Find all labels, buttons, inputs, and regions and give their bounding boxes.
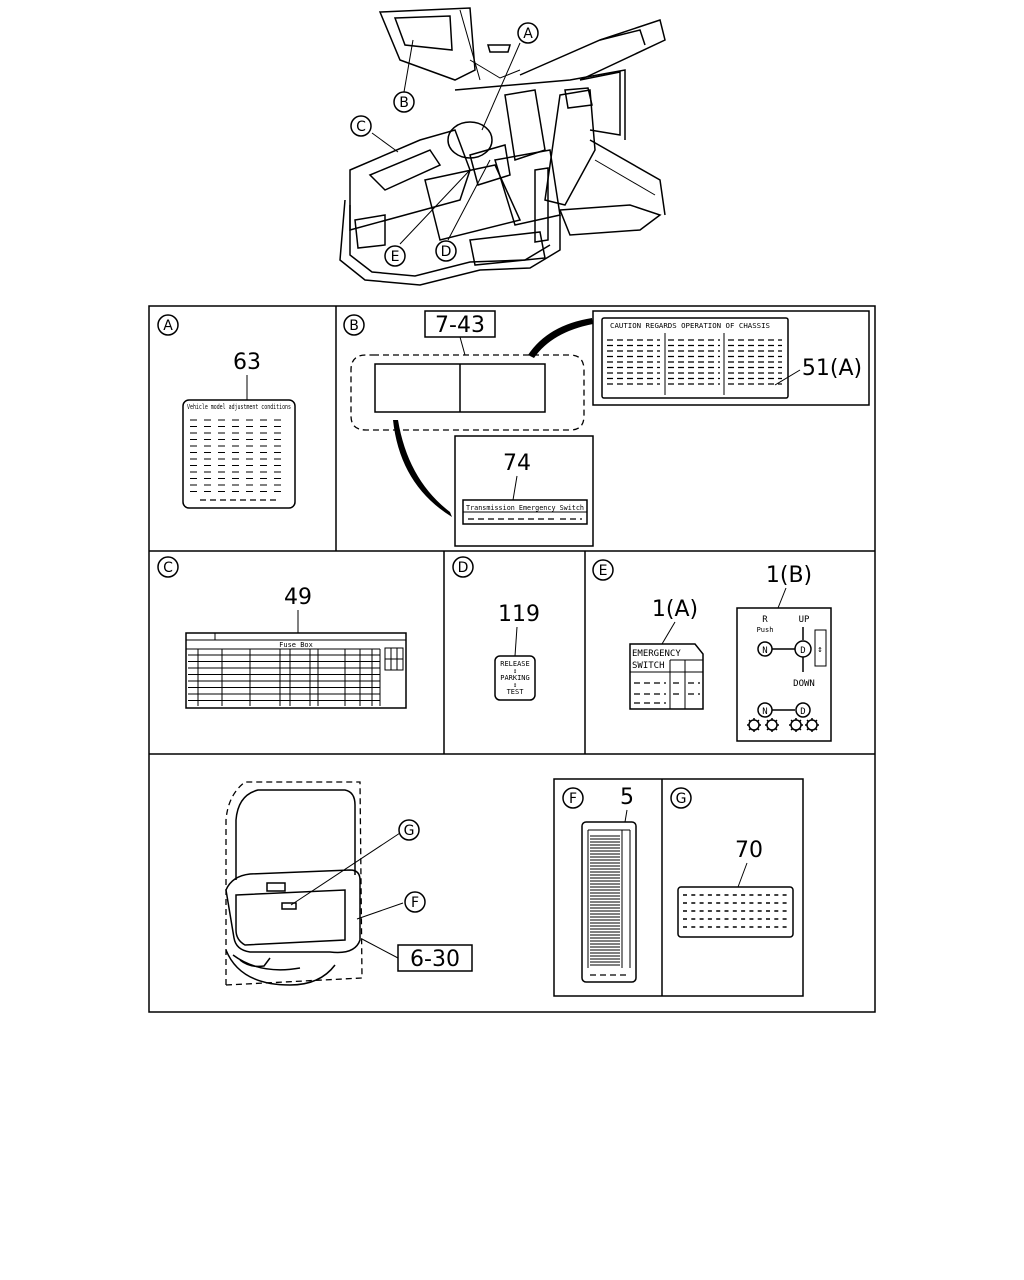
panel-c: C 49 Fuse Box bbox=[157, 556, 407, 709]
label-74-title: Transmission Emergency Switch bbox=[466, 504, 584, 512]
label-70-plate bbox=[677, 886, 794, 938]
panel-g-letter: G bbox=[676, 791, 687, 807]
panel-d: D 119 RELEASE ↕ PARKING ↕ TEST bbox=[452, 556, 540, 701]
svg-text:SWITCH: SWITCH bbox=[632, 661, 665, 671]
svg-text:Push: Push bbox=[757, 626, 774, 634]
svg-text:D: D bbox=[441, 244, 452, 260]
part-number-49: 49 bbox=[284, 585, 312, 610]
overview-callout-e: E bbox=[384, 245, 406, 267]
part-number-51a: 51(A) bbox=[802, 356, 862, 381]
svg-text:↕: ↕ bbox=[513, 667, 517, 675]
label-49-plate bbox=[185, 632, 407, 709]
label-51a-plate bbox=[601, 317, 789, 399]
overview-callout-a: A bbox=[517, 22, 539, 44]
door-assembly: G F 6-30 bbox=[225, 781, 473, 986]
svg-text:D: D bbox=[800, 646, 805, 656]
label-119-plate bbox=[494, 655, 536, 701]
label-74-frame bbox=[454, 435, 594, 547]
svg-text:TEST: TEST bbox=[507, 688, 525, 696]
overview-callout-d: D bbox=[435, 240, 457, 262]
panels-f-g: F 5 G 70 bbox=[553, 778, 804, 997]
svg-text:EMERGENCY: EMERGENCY bbox=[632, 649, 681, 659]
svg-text:DOWN: DOWN bbox=[793, 679, 815, 689]
panel-e-letter: E bbox=[599, 563, 608, 579]
svg-text:UP: UP bbox=[799, 615, 810, 625]
door-callout-f: F bbox=[411, 895, 419, 911]
ref-box-7-43 bbox=[424, 310, 496, 338]
panel-a-letter: A bbox=[163, 318, 173, 334]
svg-text:A: A bbox=[523, 26, 533, 42]
part-number-74: 74 bbox=[503, 451, 531, 476]
svg-text:B: B bbox=[399, 95, 409, 111]
part-number-63: 63 bbox=[233, 350, 261, 375]
detail-grid bbox=[148, 305, 876, 1013]
cab-interior-overview: A B C D E bbox=[339, 7, 666, 286]
svg-text:N: N bbox=[762, 646, 767, 656]
svg-text:R: R bbox=[762, 615, 768, 625]
panel-c-letter: C bbox=[163, 560, 173, 576]
part-number-119: 119 bbox=[498, 602, 540, 627]
ref-box-6-30 bbox=[397, 944, 473, 972]
label-63-title: Vehicle model adjustment conditions bbox=[187, 403, 291, 411]
overview-callout-b: B bbox=[393, 91, 415, 113]
svg-text:C: C bbox=[356, 119, 366, 135]
svg-text:PARKING: PARKING bbox=[500, 674, 530, 682]
svg-text:N: N bbox=[762, 707, 767, 717]
panel-f-letter: F bbox=[569, 791, 577, 807]
svg-text:↕: ↕ bbox=[513, 681, 517, 689]
overview-callout-c: C bbox=[350, 115, 372, 137]
panel-b: B 7-43 CAUTION REGARDS OPERATION OF CHAS… bbox=[343, 310, 870, 547]
panel-a: A 63 Vehicle model adjustment conditions bbox=[157, 314, 296, 509]
panel-d-letter: D bbox=[458, 560, 469, 576]
panel-g: G 70 bbox=[670, 787, 794, 938]
part-number-70: 70 bbox=[735, 838, 763, 863]
svg-text:E: E bbox=[391, 249, 400, 265]
ref-7-43: 7-43 bbox=[435, 313, 485, 338]
part-number-1a: 1(A) bbox=[652, 597, 698, 622]
panel-b-letter: B bbox=[349, 318, 359, 334]
part-number-5: 5 bbox=[620, 785, 634, 810]
svg-text:RELEASE: RELEASE bbox=[500, 660, 530, 668]
label-49-title: Fuse Box bbox=[279, 641, 313, 649]
door-callout-g: G bbox=[404, 823, 415, 839]
ref-6-30: 6-30 bbox=[410, 947, 460, 972]
svg-text:D: D bbox=[800, 707, 805, 717]
svg-text:↕: ↕ bbox=[817, 645, 822, 655]
label-51a-title: CAUTION REGARDS OPERATION OF CHASSIS bbox=[610, 322, 770, 330]
panel-f: F 5 bbox=[562, 785, 637, 983]
part-number-1b: 1(B) bbox=[766, 563, 812, 588]
panel-e: E 1(A) EMERGENCY SWITCH 1(B) R Push UP N… bbox=[592, 559, 832, 742]
